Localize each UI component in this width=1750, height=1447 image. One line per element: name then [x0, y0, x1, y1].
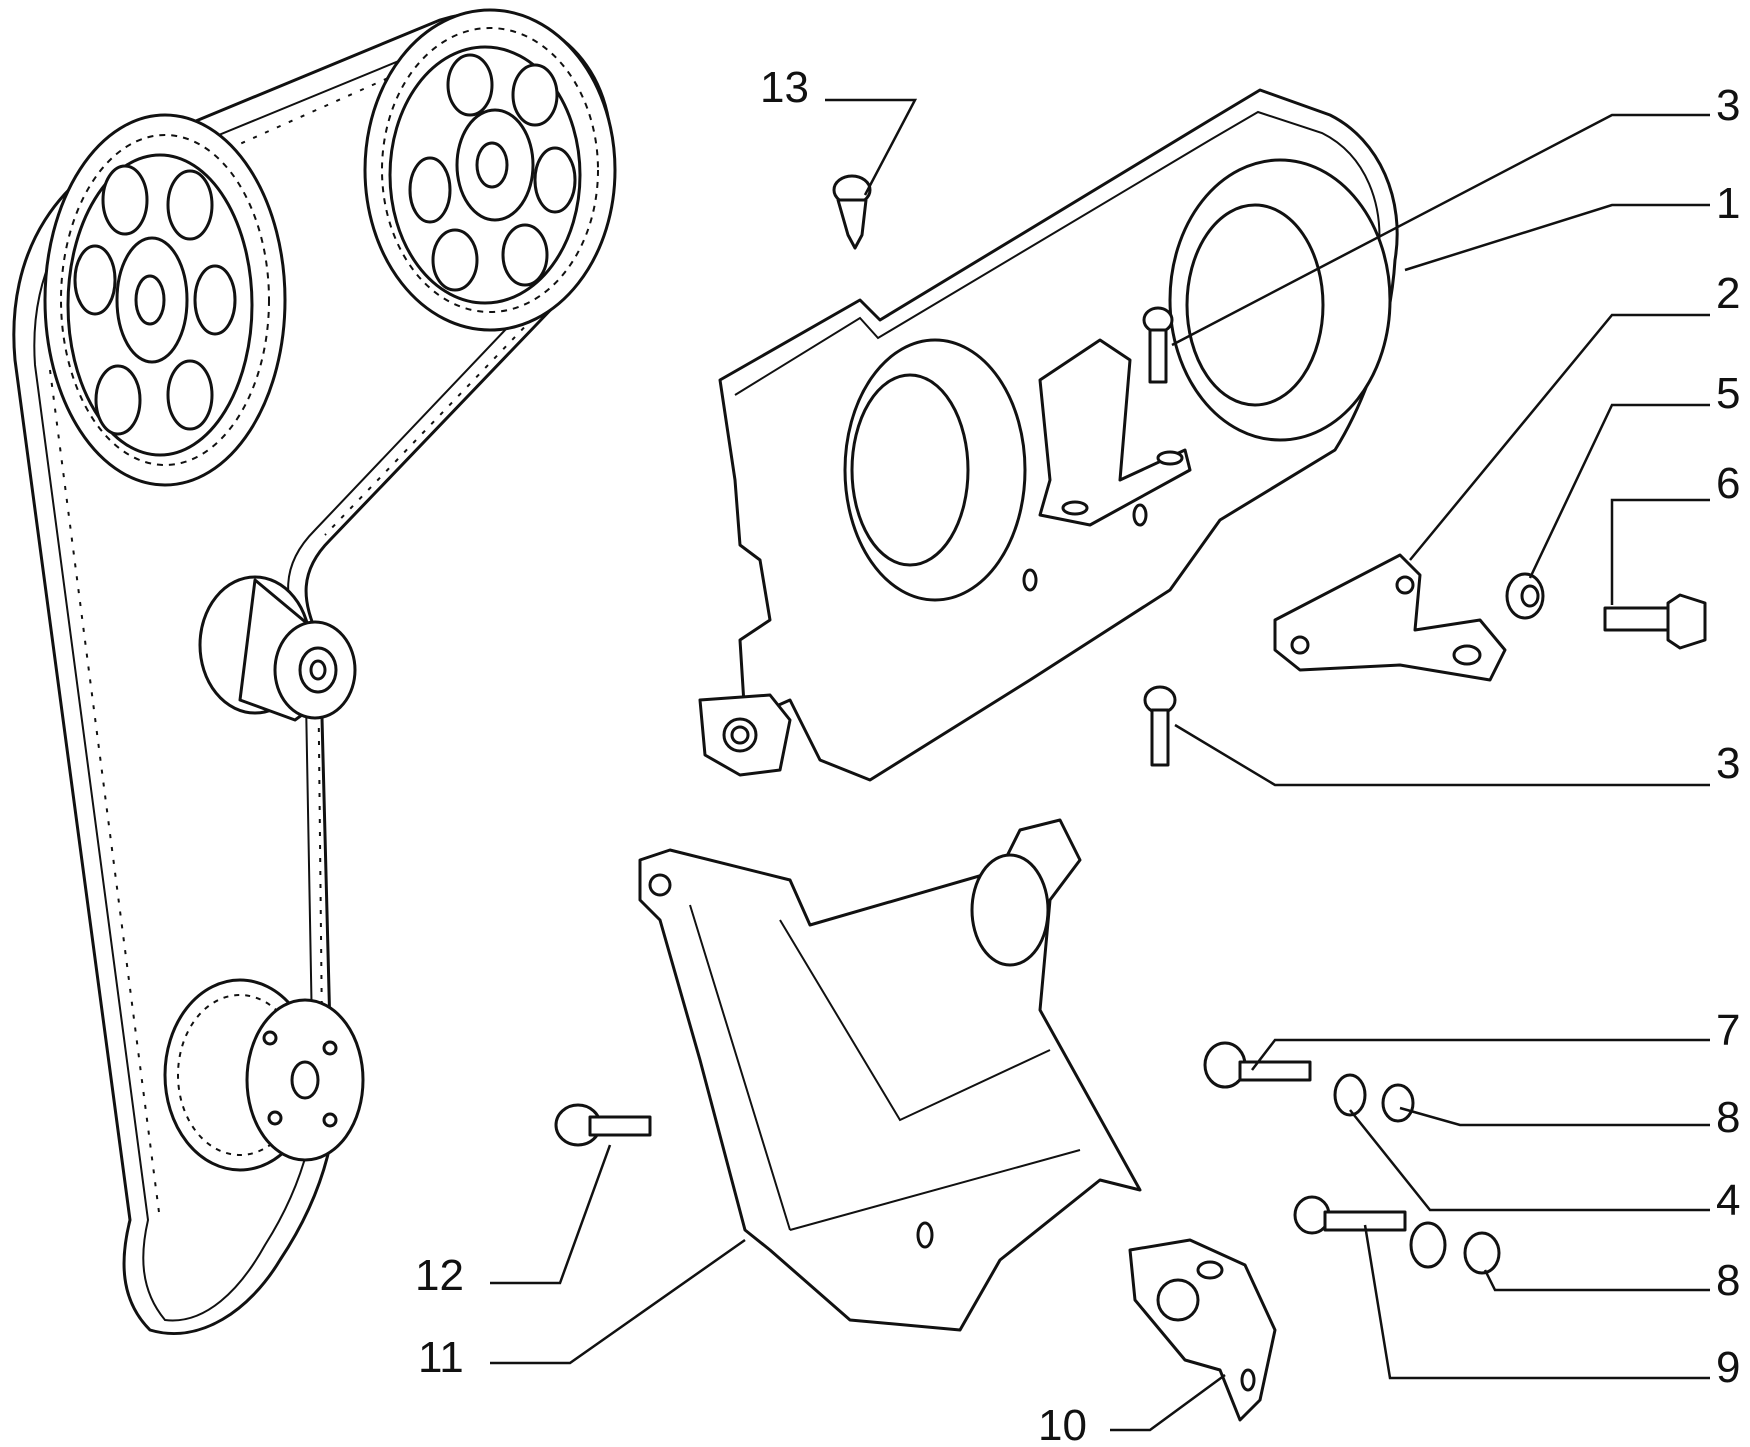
camshaft-pulley-right	[363, 8, 617, 332]
callout-7: 7	[1716, 1006, 1740, 1055]
callout-3-upper: 3	[1716, 81, 1740, 130]
washer-8-lower	[1463, 1231, 1501, 1275]
callout-10: 10	[1038, 1401, 1087, 1447]
callout-3-lower: 3	[1716, 739, 1740, 788]
callout-1: 1	[1716, 179, 1740, 228]
bolt-12	[554, 1103, 652, 1147]
bolt-9	[1293, 1195, 1407, 1235]
bolt-6	[1603, 593, 1707, 650]
leader-lines	[490, 98, 1710, 1432]
upper-timing-cover	[698, 88, 1399, 782]
callout-12: 12	[415, 1251, 464, 1300]
washer-8-upper	[1333, 1073, 1415, 1123]
callout-labels: 13 3 1 2 5 6 3 7 8 4 8 9 12 11 10	[415, 63, 1740, 1447]
callout-6: 6	[1716, 459, 1740, 508]
cover-opening-right	[1168, 158, 1392, 442]
belt-tensioner-roller	[198, 575, 357, 722]
callout-9: 9	[1716, 1343, 1740, 1392]
callout-8-lower: 8	[1716, 1256, 1740, 1305]
callout-8-upper: 8	[1716, 1093, 1740, 1142]
bracket-2	[1273, 553, 1507, 682]
callout-13: 13	[760, 63, 809, 112]
crankshaft-pulley	[163, 978, 365, 1172]
camshaft-pulley-left	[43, 113, 287, 487]
screw-3-upper	[1142, 306, 1174, 384]
tensioner-bracket-10	[1128, 1238, 1277, 1422]
callout-5: 5	[1716, 369, 1740, 418]
timing-belt-assembly	[12, 8, 617, 1335]
lower-timing-cover	[638, 818, 1142, 1332]
callout-4: 4	[1716, 1176, 1740, 1225]
callout-11: 11	[418, 1333, 464, 1382]
screw-3-lower	[1143, 685, 1177, 767]
plug-13	[832, 174, 872, 250]
washer-4	[1409, 1221, 1447, 1269]
stud-7	[1203, 1041, 1312, 1089]
callout-2: 2	[1716, 269, 1740, 318]
cover-opening-left	[843, 338, 1027, 602]
washer-5	[1505, 572, 1545, 620]
